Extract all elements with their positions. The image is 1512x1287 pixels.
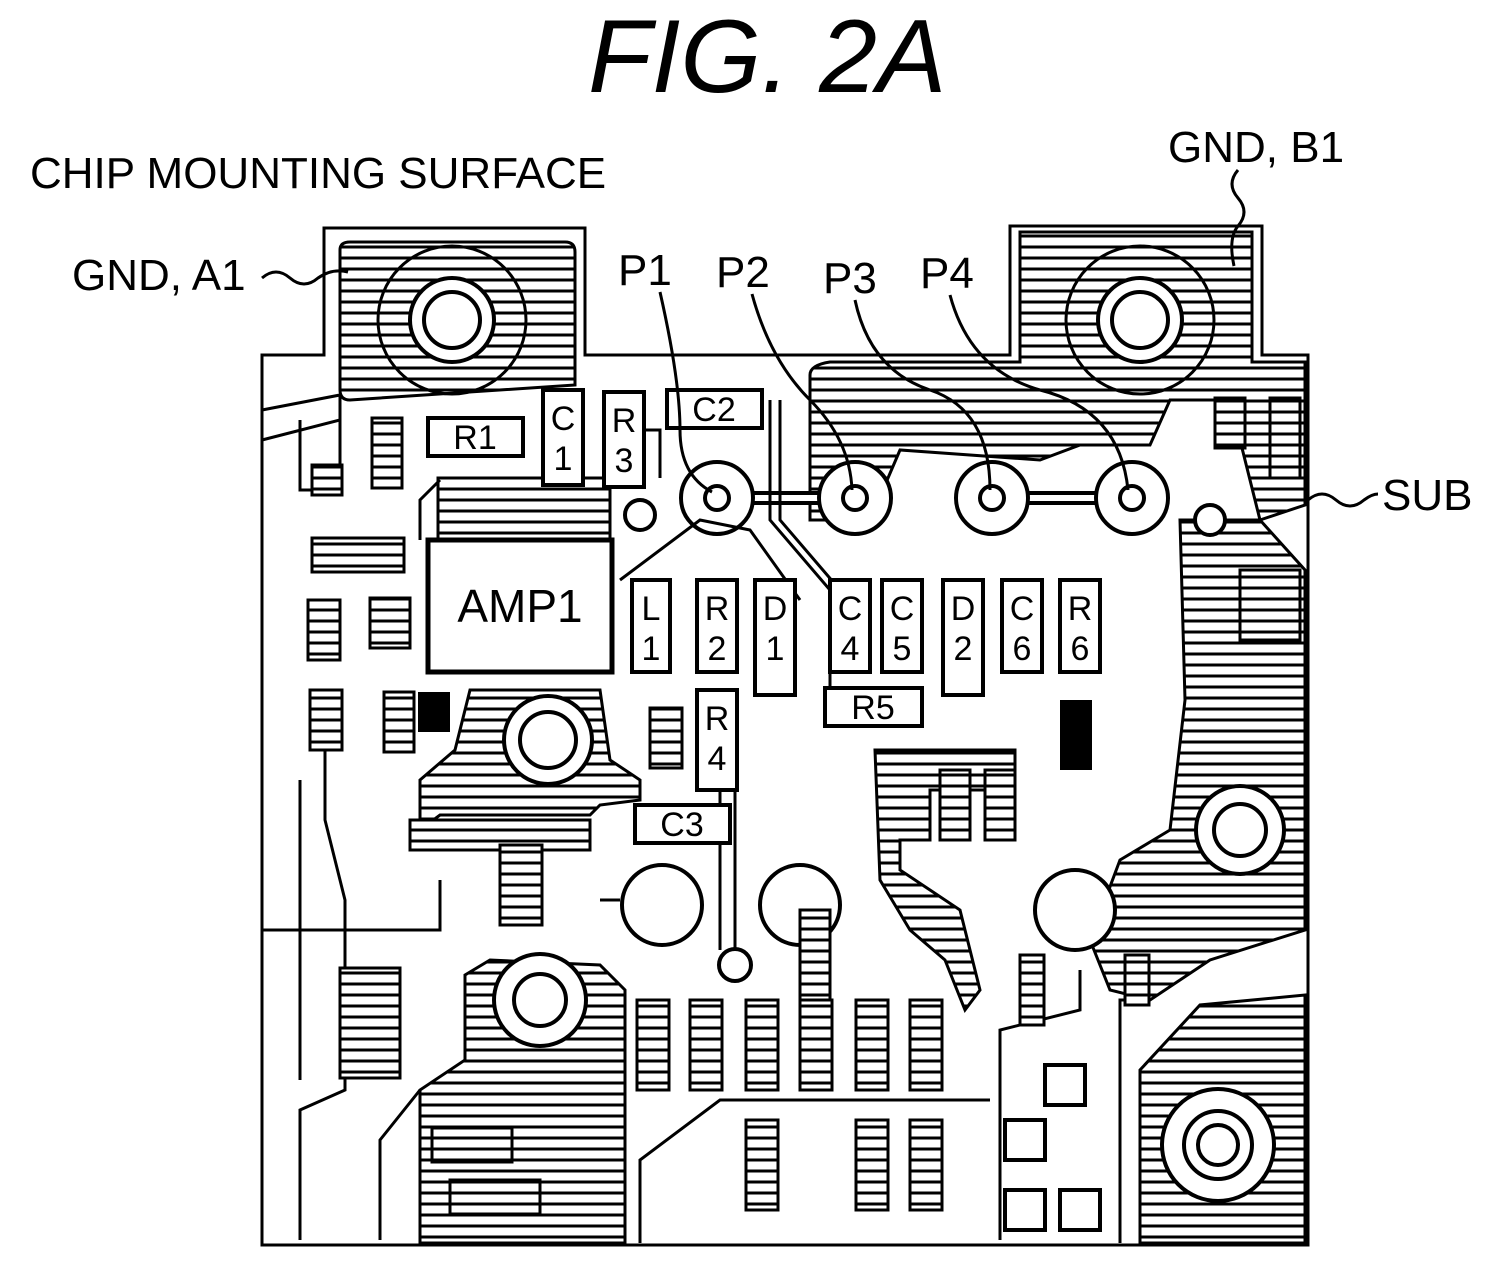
component-c4: C 4 bbox=[830, 580, 870, 672]
svg-text:R5: R5 bbox=[851, 689, 894, 727]
svg-text:2: 2 bbox=[708, 630, 727, 668]
svg-text:1: 1 bbox=[642, 630, 661, 668]
callout-gnd-b1: GND, B1 bbox=[1168, 123, 1344, 172]
svg-text:1: 1 bbox=[554, 440, 573, 478]
svg-text:1: 1 bbox=[766, 630, 785, 668]
surface-caption: CHIP MOUNTING SURFACE bbox=[30, 149, 606, 198]
component-r6: R 6 bbox=[1060, 580, 1100, 672]
component-c1: C 1 bbox=[543, 390, 583, 485]
mounting-hole-bottom-right bbox=[1162, 1089, 1274, 1201]
callout-p1: P1 bbox=[618, 246, 672, 295]
via-large-1 bbox=[622, 865, 702, 945]
via-small-2 bbox=[1195, 505, 1225, 535]
mounting-hole-amp bbox=[504, 696, 592, 784]
component-l1: L 1 bbox=[632, 580, 670, 672]
svg-text:3: 3 bbox=[615, 442, 634, 480]
via-small-3 bbox=[719, 949, 751, 981]
svg-text:C: C bbox=[551, 400, 576, 438]
svg-text:C: C bbox=[890, 590, 915, 628]
callout-p3: P3 bbox=[823, 254, 877, 303]
component-r5: R5 bbox=[825, 688, 922, 727]
svg-text:D: D bbox=[763, 590, 788, 628]
component-d1: D 1 bbox=[755, 580, 795, 695]
component-c5: C 5 bbox=[882, 580, 922, 672]
leader-gnd-a1 bbox=[262, 271, 348, 284]
svg-text:4: 4 bbox=[708, 740, 727, 778]
svg-text:6: 6 bbox=[1013, 630, 1032, 668]
pad-group bbox=[681, 462, 1168, 534]
callout-sub: SUB bbox=[1382, 471, 1472, 520]
via-large-3 bbox=[1035, 870, 1115, 950]
svg-text:AMP1: AMP1 bbox=[457, 580, 582, 632]
svg-text:4: 4 bbox=[841, 630, 860, 668]
svg-text:C3: C3 bbox=[660, 806, 703, 844]
bottom-pad-columns bbox=[637, 1000, 942, 1210]
component-r4: R 4 bbox=[697, 690, 737, 790]
svg-text:R: R bbox=[705, 590, 730, 628]
svg-text:2: 2 bbox=[954, 630, 973, 668]
svg-text:C: C bbox=[838, 590, 863, 628]
svg-text:C: C bbox=[1010, 590, 1035, 628]
mounting-hole-right bbox=[1196, 786, 1284, 874]
svg-text:R1: R1 bbox=[453, 419, 496, 457]
mounting-hole-bottom-center bbox=[494, 954, 586, 1046]
component-c6: C 6 bbox=[1002, 580, 1042, 672]
svg-text:L: L bbox=[642, 590, 661, 628]
svg-text:5: 5 bbox=[893, 630, 912, 668]
component-c3: C3 bbox=[635, 805, 730, 844]
leader-sub bbox=[1308, 494, 1378, 506]
callout-p2: P2 bbox=[716, 248, 770, 297]
callout-p4: P4 bbox=[920, 249, 974, 298]
ground-plane-amp-feed bbox=[438, 478, 610, 540]
svg-text:R: R bbox=[612, 402, 637, 440]
svg-text:R: R bbox=[1068, 590, 1093, 628]
svg-text:D: D bbox=[951, 590, 976, 628]
figure-title: FIG. 2A bbox=[588, 0, 946, 115]
svg-text:R: R bbox=[705, 700, 730, 738]
callout-gnd-a1: GND, A1 bbox=[72, 251, 246, 300]
via-small-1 bbox=[625, 500, 655, 530]
component-r1: R1 bbox=[428, 418, 523, 457]
component-r2: R 2 bbox=[697, 580, 737, 672]
svg-text:C2: C2 bbox=[692, 391, 735, 429]
svg-text:6: 6 bbox=[1071, 630, 1090, 668]
component-r3: R 3 bbox=[604, 392, 644, 487]
component-d2: D 2 bbox=[943, 580, 983, 695]
component-amp1: AMP1 bbox=[428, 540, 612, 672]
